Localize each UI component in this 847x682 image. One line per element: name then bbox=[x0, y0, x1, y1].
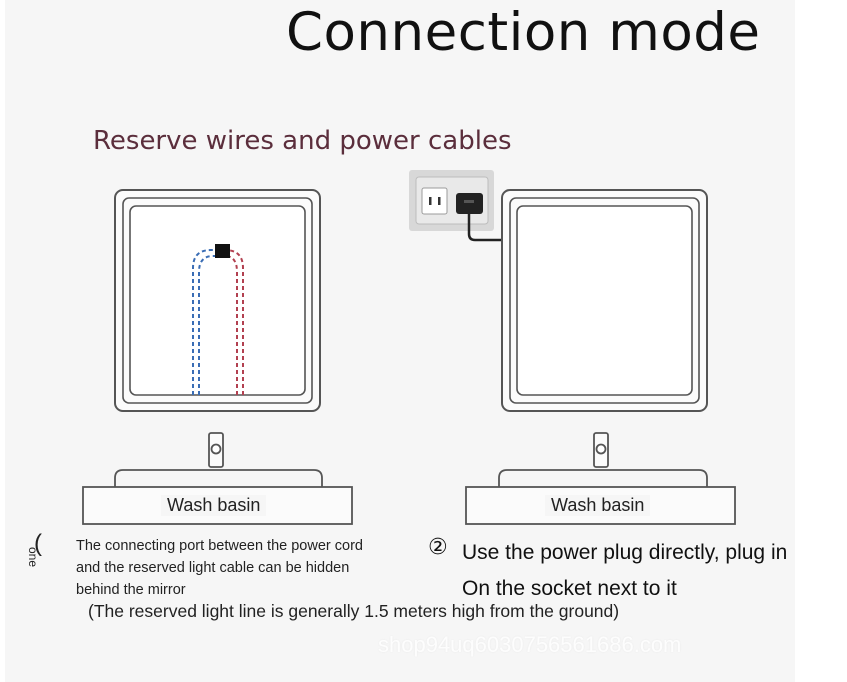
step2-marker: ② bbox=[428, 534, 448, 559]
watermark: shop94uq6030756561686.com bbox=[378, 632, 682, 657]
height-note: (The reserved light line is generally 1.… bbox=[88, 601, 620, 621]
blue-wire bbox=[192, 249, 222, 395]
power-cable bbox=[467, 214, 503, 242]
right-basin-label: Wash basin bbox=[545, 495, 651, 516]
section-subtitle: Reserve wires and power cables bbox=[93, 126, 512, 156]
right-faucet bbox=[593, 432, 609, 468]
step1-marker: ( bbox=[34, 530, 42, 557]
power-plug bbox=[456, 193, 483, 214]
left-mirror bbox=[114, 189, 321, 412]
step1-marker-word: one bbox=[26, 547, 40, 568]
page-title: Connection mode bbox=[286, 2, 761, 63]
red-wire-inner bbox=[222, 255, 238, 395]
connector-box bbox=[215, 244, 230, 258]
right-mirror bbox=[501, 189, 708, 412]
step2-line1: Use the power plug directly, plug in bbox=[462, 541, 788, 564]
blue-wire-inner bbox=[198, 255, 222, 395]
wall-socket bbox=[409, 170, 494, 231]
step2-note: Use the power plug directly, plug in On … bbox=[462, 535, 787, 607]
step1-note: The connecting port between the power co… bbox=[76, 538, 363, 598]
step2-line2: On the socket next to it bbox=[462, 577, 677, 600]
left-basin-label: Wash basin bbox=[161, 495, 267, 516]
left-faucet bbox=[208, 432, 224, 468]
